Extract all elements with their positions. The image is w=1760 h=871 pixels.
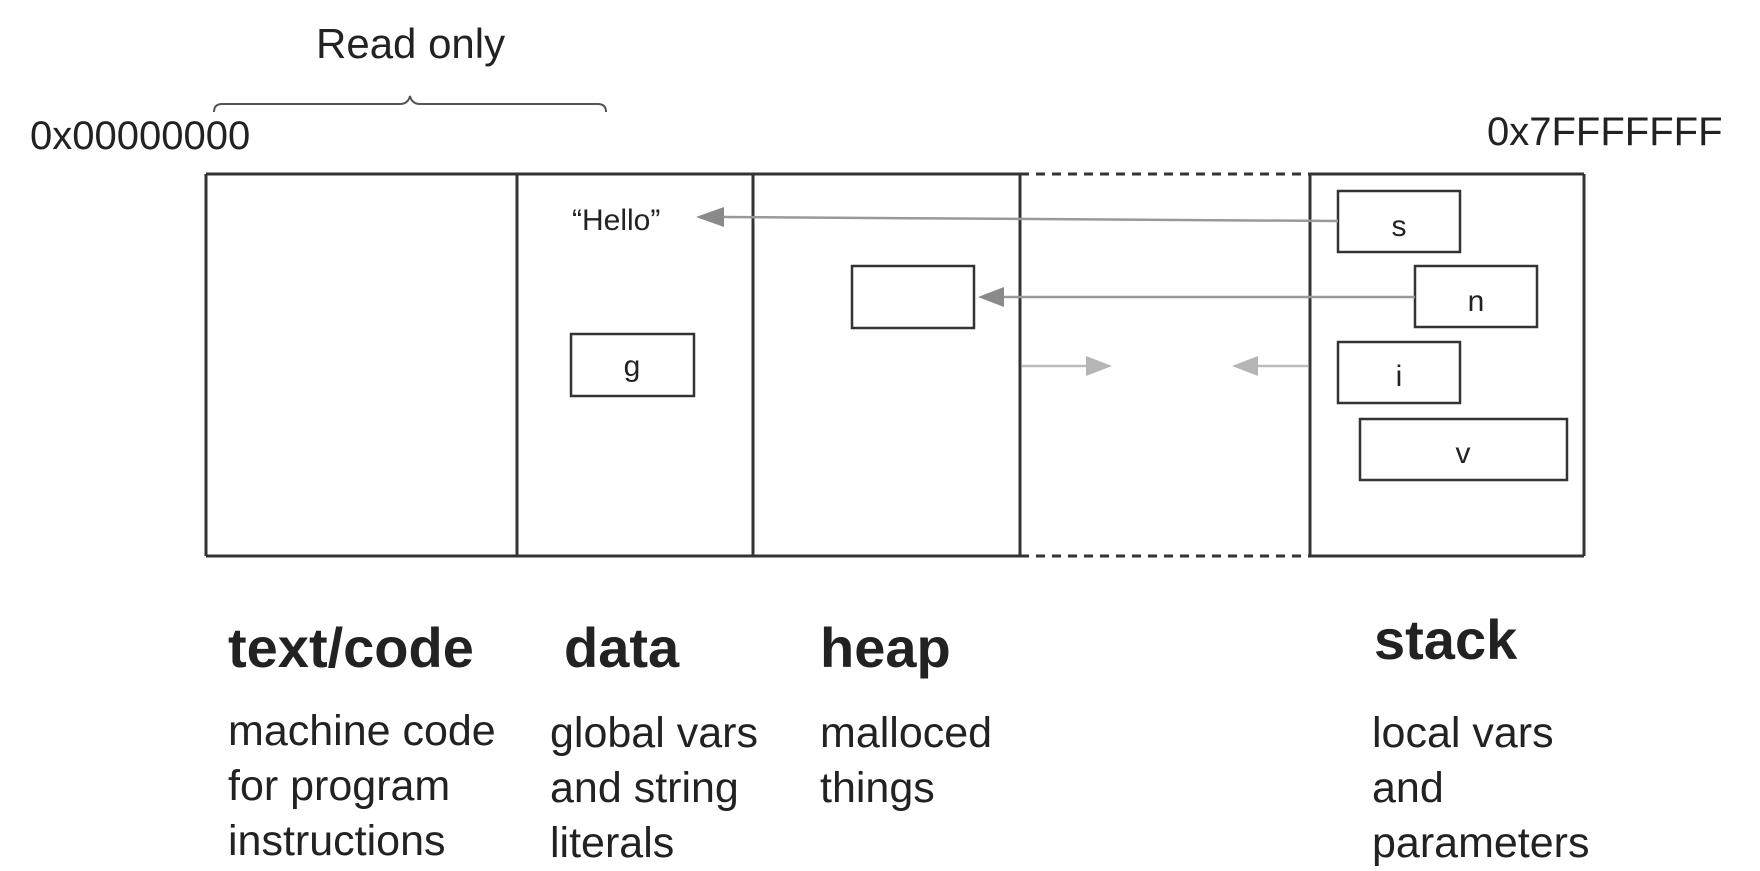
n-variable-label: n <box>1468 285 1485 318</box>
s-variable-label: s <box>1392 210 1407 243</box>
read-only-label: Read only <box>316 20 506 67</box>
heap-desc-line: things <box>820 764 935 812</box>
heap-growth-arrowhead <box>1086 356 1112 376</box>
v-variable-box <box>1358 417 1569 482</box>
s-to-hello-pointer-line <box>721 215 1339 223</box>
data-desc-line: and string <box>550 764 739 812</box>
data-segment-description: global vars and string literals <box>550 706 758 871</box>
s-variable-box <box>1336 189 1462 254</box>
g-variable-box <box>569 332 696 398</box>
heap-desc-line: malloced <box>820 709 993 757</box>
heap-segment-title: heap <box>820 616 951 679</box>
stack-desc-line: and <box>1372 764 1444 812</box>
hello-string-literal: “Hello” <box>572 204 660 237</box>
n-to-heap-arrowhead <box>978 287 1004 307</box>
text-desc-line: for program <box>228 762 451 810</box>
data-segment-title: data <box>564 616 680 679</box>
data-desc-line: literals <box>550 819 675 867</box>
heap-segment-description: malloced things <box>820 706 992 816</box>
heap-block-box <box>850 264 976 330</box>
text-segment-title: text/code <box>228 616 474 679</box>
stack-growth-arrowhead <box>1232 356 1258 376</box>
read-only-brace <box>213 95 607 113</box>
text-desc-line: instructions <box>228 817 446 865</box>
i-variable-label: i <box>1396 360 1403 393</box>
start-address-label: 0x00000000 <box>30 114 251 158</box>
s-to-hello-arrowhead <box>696 207 724 227</box>
data-desc-line: global vars <box>550 709 758 757</box>
stack-segment-description: local vars and parameters <box>1372 706 1589 871</box>
v-variable-label: v <box>1456 437 1471 470</box>
end-address-label: 0x7FFFFFFF <box>1487 110 1723 154</box>
stack-desc-line: local vars <box>1372 709 1554 757</box>
stack-desc-line: parameters <box>1372 819 1590 867</box>
text-desc-line: machine code <box>228 707 496 755</box>
text-segment-description: machine code for program instructions <box>228 704 496 869</box>
g-variable-label: g <box>624 350 641 383</box>
stack-segment-title: stack <box>1374 608 1518 671</box>
i-variable-box <box>1336 340 1462 405</box>
